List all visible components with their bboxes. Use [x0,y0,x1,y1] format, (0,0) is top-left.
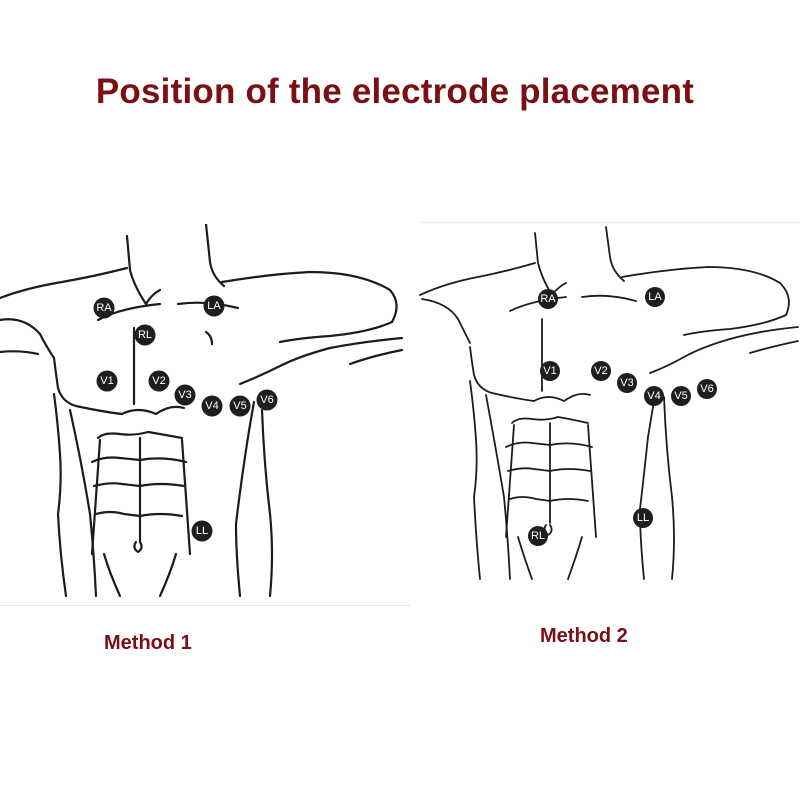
electrode-ra: RA [538,289,558,309]
page-title: Position of the electrode placement [95,72,695,111]
electrode-v5: V5 [229,395,251,417]
electrode-v1: V1 [96,370,118,392]
electrode-label: V5 [233,400,246,412]
method-1-torso-figure: RA LA RL V1 V2 V3 [0,224,404,598]
electrode-label: V4 [647,390,660,402]
electrode-label: LL [637,512,649,524]
electrode-label: RL [138,329,152,341]
method-1-diagram: RA LA RL V1 V2 V3 [0,224,410,606]
electrode-label: V4 [205,400,218,412]
method-2-torso-outline [419,226,799,580]
electrode-v4: V4 [644,386,664,406]
electrode-label: V1 [100,375,113,387]
electrode-label: LA [648,291,662,303]
method-2-electrodes: RA LA V1 V2 V3 V4 [528,287,717,546]
electrode-label: V5 [674,390,687,402]
electrode-v1: V1 [540,361,560,381]
electrode-label: V1 [543,365,556,377]
electrode-label: LL [196,525,208,537]
electrode-label: V3 [620,377,633,389]
electrode-v4: V4 [201,395,223,417]
method-1-torso-outline [0,224,404,598]
electrode-v6: V6 [256,389,278,411]
electrode-label: LA [207,300,221,312]
electrode-v2: V2 [148,370,170,392]
electrode-v3: V3 [174,384,196,406]
electrode-rl: RL [528,526,548,546]
electrode-ll: LL [633,508,653,528]
electrode-label: RA [96,302,112,314]
method-2-torso-figure: RA LA V1 V2 V3 V4 [419,226,799,580]
electrode-la: LA [645,287,665,307]
electrode-ll: LL [191,520,213,542]
electrode-v2: V2 [591,361,611,381]
method-1-electrodes: RA LA RL V1 V2 V3 [93,295,278,542]
method-2-label: Method 2 [540,625,628,647]
electrode-label: V3 [178,389,191,401]
electrode-label: V6 [260,394,273,406]
electrode-label: RL [531,530,545,542]
electrode-v3: V3 [617,373,637,393]
electrode-ra: RA [93,297,115,319]
electrode-label: V2 [594,365,607,377]
electrode-v5: V5 [671,386,691,406]
electrode-la: LA [203,295,225,317]
method-1-label: Method 1 [104,632,192,654]
electrode-v6: V6 [697,379,717,399]
electrode-rl: RL [134,324,156,346]
electrode-label: V2 [152,375,165,387]
method-2-diagram: RA LA V1 V2 V3 V4 [418,222,800,583]
electrode-label: RA [540,293,556,305]
electrode-label: V6 [700,383,713,395]
